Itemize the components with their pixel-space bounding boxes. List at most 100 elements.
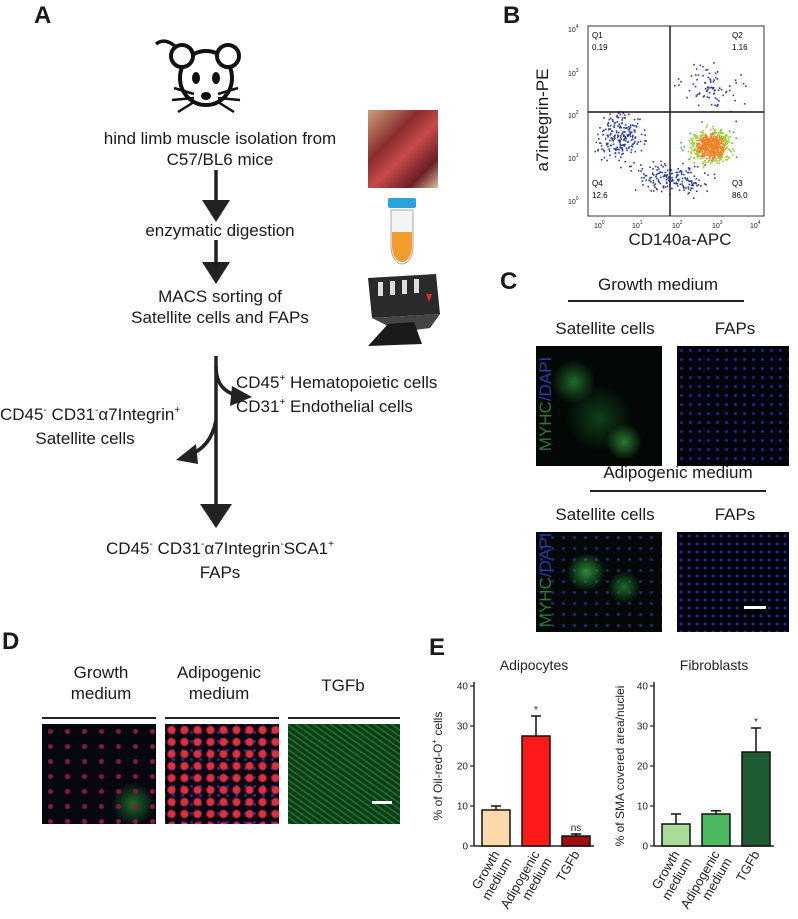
- flow-event-dot: [704, 141, 706, 143]
- flow-event-dot: [614, 121, 617, 124]
- flow-event-dot: [698, 93, 700, 95]
- flow-event-dot: [714, 131, 716, 134]
- flow-event-dot: [620, 144, 622, 147]
- flow-event-dot: [723, 146, 725, 148]
- flow-event-dot: [671, 187, 673, 190]
- flow-event-dot: [610, 130, 613, 132]
- flow-event-dot: [718, 136, 721, 139]
- flow-event-dot: [696, 143, 699, 145]
- flow-event-dot: [711, 153, 713, 156]
- flow-event-dot: [607, 136, 609, 138]
- flow-event-dot: [663, 163, 666, 165]
- flow-event-dot: [696, 135, 699, 138]
- flow-event-dot: [712, 154, 714, 157]
- flow-event-dot: [621, 147, 623, 149]
- flow-event-dot: [608, 118, 611, 121]
- flow-event-dot: [715, 148, 717, 150]
- flow-event-dot: [690, 187, 692, 189]
- flow-event-dot: [617, 125, 619, 127]
- flow-event-dot: [614, 134, 616, 137]
- flow-event-dot: [630, 139, 633, 141]
- flow-event-dot: [727, 136, 730, 139]
- flow-event-dot: [707, 149, 710, 152]
- flow-event-dot: [607, 125, 610, 127]
- micrograph-adipo-satellite: [536, 532, 662, 632]
- flow-event-dot: [714, 157, 717, 160]
- flow-event-dot: [694, 85, 697, 88]
- xtick-4: 104: [750, 220, 761, 230]
- flow-event-dot: [716, 162, 719, 164]
- flow-event-dot: [717, 154, 719, 157]
- flow-event-dot: [716, 136, 719, 139]
- flow-event-dot: [713, 155, 716, 158]
- flow-event-dot: [702, 147, 705, 150]
- flow-event-dot: [629, 124, 632, 126]
- flow-event-dot: [644, 140, 646, 142]
- flow-event-dot: [681, 183, 683, 185]
- flow-event-dot: [713, 151, 715, 154]
- flow-event-dot: [716, 98, 718, 101]
- flow-event-dot: [722, 137, 725, 139]
- flow-event-dot: [681, 180, 684, 183]
- flow-event-dot: [702, 139, 704, 141]
- flow-event-dot: [612, 120, 614, 123]
- q1-name: Q1: [592, 31, 603, 40]
- flow-event-dot: [636, 143, 639, 145]
- flow-event-dot: [680, 80, 682, 83]
- flow-event-dot: [647, 185, 649, 188]
- flow-event-dot: [696, 151, 698, 153]
- q1-value: 0.19: [592, 43, 608, 52]
- flow-event-dot: [619, 113, 622, 116]
- panel-e-label: E: [429, 634, 446, 661]
- flow-event-dot: [654, 186, 656, 188]
- flow-event-dot: [735, 137, 738, 139]
- step-macs: MACS sorting of Satellite cells and FAPs: [131, 287, 309, 327]
- flow-event-dot: [710, 86, 713, 89]
- micrograph-d-tgfb: [288, 724, 400, 824]
- flow-event-dot: [706, 149, 708, 151]
- flow-event-dot: [702, 65, 704, 68]
- flow-event-dot: [630, 170, 633, 172]
- flow-event-dot: [679, 169, 682, 172]
- flow-event-dot: [708, 138, 711, 140]
- category-label: TGFb: [733, 848, 763, 884]
- flow-event-dot: [728, 130, 731, 132]
- flow-event-dot: [620, 156, 622, 158]
- flow-event-dot: [686, 179, 688, 182]
- flow-event-dot: [633, 118, 636, 121]
- flow-event-dot: [721, 153, 723, 156]
- flow-event-dot: [695, 95, 698, 98]
- flow-event-dot: [716, 131, 718, 134]
- flow-event-dot: [630, 151, 632, 154]
- flow-event-dot: [627, 133, 630, 136]
- flow-event-dot: [597, 148, 599, 151]
- flow-event-dot: [717, 89, 720, 92]
- bar: [661, 823, 691, 847]
- flow-event-dot: [725, 144, 728, 146]
- flow-event-dot: [721, 136, 723, 138]
- flow-event-dot: [718, 141, 720, 144]
- flow-event-dot: [733, 150, 735, 152]
- flow-event-dot: [619, 125, 622, 127]
- flow-event-dot: [676, 185, 679, 187]
- flow-event-dot: [691, 140, 694, 143]
- flow-event-dot: [710, 136, 712, 138]
- flow-event-dot: [623, 144, 625, 146]
- panel-d-label: D: [2, 628, 20, 655]
- flow-event-dot: [630, 131, 633, 133]
- flow-event-dot: [629, 165, 631, 168]
- flow-event-dot: [630, 145, 633, 147]
- flow-event-dot: [715, 151, 718, 153]
- flow-event-dot: [704, 145, 707, 148]
- flow-event-dot: [624, 117, 626, 119]
- flow-event-dot: [668, 176, 671, 178]
- flow-event-dot: [726, 147, 729, 150]
- flow-event-dot: [718, 144, 721, 146]
- flow-event-dot: [619, 146, 621, 149]
- flow-event-dot: [716, 104, 719, 107]
- flow-event-dot: [711, 145, 713, 148]
- flow-event-dot: [704, 81, 707, 84]
- flow-event-dot: [696, 94, 699, 96]
- xtick-2: 102: [672, 220, 683, 230]
